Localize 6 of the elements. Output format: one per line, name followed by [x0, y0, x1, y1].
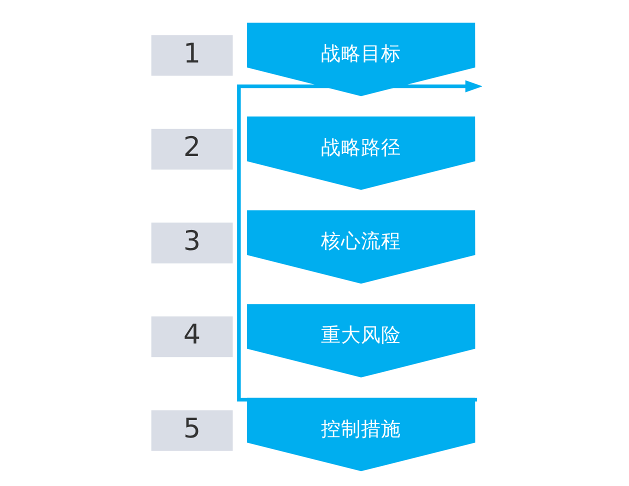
node-box: 5 [151, 410, 233, 451]
node-box: 3 [151, 222, 233, 264]
node-box: 2 [151, 128, 233, 170]
node-box: 4 [151, 316, 233, 358]
arrow [237, 80, 482, 402]
node-box: 1 [151, 35, 233, 76]
